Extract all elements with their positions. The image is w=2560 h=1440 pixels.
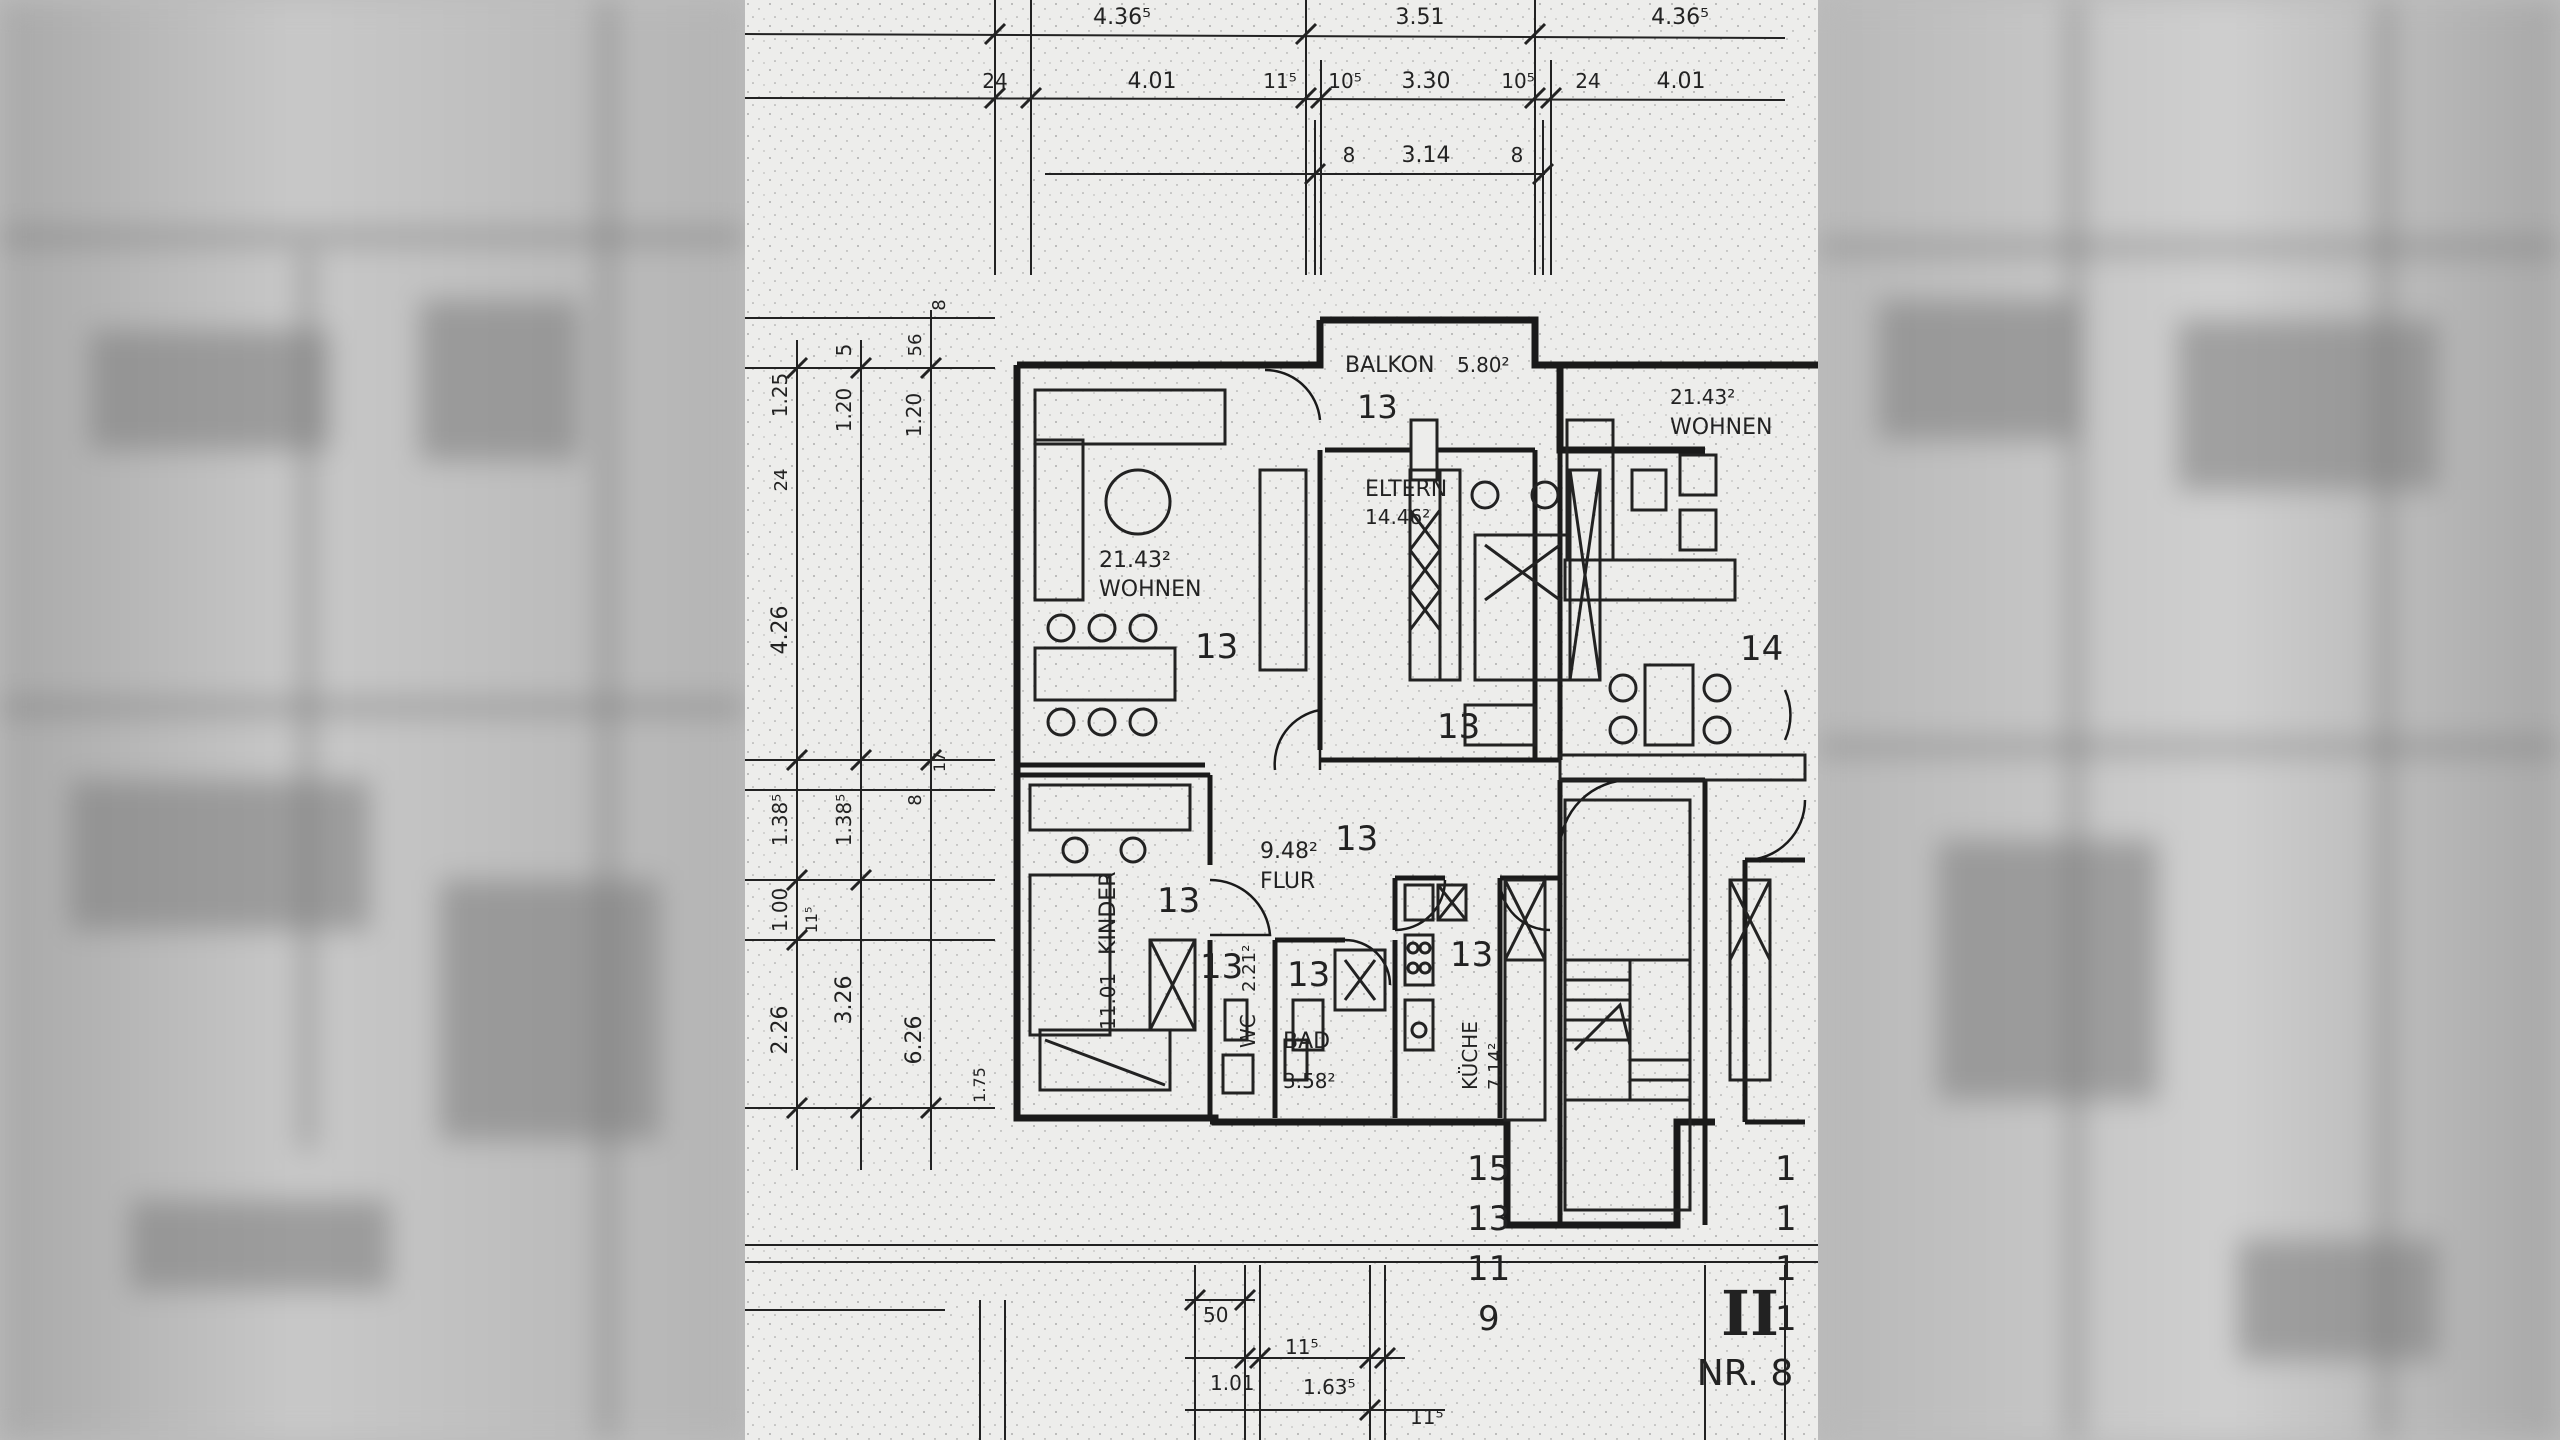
stair-step-numbers: 15 13 11 9 <box>1467 1149 1510 1339</box>
dimension-label: 5 <box>832 344 856 357</box>
balkon-label: BALKON <box>1345 353 1434 378</box>
dimension-label: 8 <box>929 299 950 310</box>
unit-number: NR. 8 <box>1697 1353 1793 1394</box>
dimension-label: 1.20 <box>832 388 856 433</box>
bad-area: 3.58² <box>1283 1069 1336 1093</box>
exterior-walls <box>1013 316 1818 1229</box>
wohnen-area: 21.43² <box>1099 548 1171 573</box>
kueche-height: 13 <box>1450 935 1493 975</box>
dimension-label: 1.38⁵ <box>768 794 792 847</box>
kinder-furniture <box>1028 783 1197 1092</box>
dimension-label: 4.01 <box>1657 69 1706 94</box>
dimension-label: 8 <box>1511 143 1524 167</box>
dimension-label: 1.00 <box>768 888 792 933</box>
dimension-label: 1.63⁵ <box>1303 1375 1356 1399</box>
dimension-label: 24 <box>771 469 792 492</box>
wohnen-right-height: 14 <box>1740 629 1783 669</box>
wc-label: WC <box>1236 1014 1260 1048</box>
kueche-label: KÜCHE <box>1458 1021 1482 1090</box>
bad-height: 13 <box>1287 955 1330 995</box>
dimension-label: 3.26 <box>832 976 857 1025</box>
flur-area: 9.48² <box>1260 839 1318 864</box>
eltern-label: ELTERN <box>1365 477 1447 502</box>
dimension-label: 11⁵ <box>1263 69 1296 93</box>
left-dimension-lines <box>745 310 1818 1246</box>
dimension-label: 8 <box>1343 143 1356 167</box>
eltern-height: 13 <box>1437 707 1480 747</box>
dimension-label: 1.75 <box>970 1067 989 1103</box>
dimension-label: 1.20 <box>902 393 926 438</box>
dimension-ticks-left <box>785 356 943 1120</box>
bad-label: BAD <box>1283 1029 1330 1054</box>
dimension-label: 8 <box>905 794 926 805</box>
kinder-height: 13 <box>1157 881 1200 921</box>
dimension-label: 4.26 <box>768 606 793 655</box>
top-dimension-labels: 4.36⁵ 3.51 4.36⁵ 24 4.01 11⁵ 10⁵ 3.30 10… <box>982 5 1709 168</box>
sanitary-fixtures <box>1221 878 1547 1122</box>
blurred-background-left <box>0 0 745 1440</box>
kinder-label: KINDER <box>1096 872 1121 956</box>
left-dimension-labels: 1.25 24 4.26 1.38⁵ 1.00 2.26 5 1.20 1.38… <box>768 299 989 1103</box>
edge-number: 1 <box>1775 1199 1797 1239</box>
neighbour-furniture <box>1558 418 1807 782</box>
dimension-label: 2.26 <box>768 1006 793 1055</box>
dimension-label: 1.38⁵ <box>832 794 856 847</box>
dimension-label: 50 <box>1203 1303 1228 1327</box>
stair-number: 9 <box>1478 1299 1500 1339</box>
dimension-ticks-bottom <box>1183 1288 1397 1422</box>
wohnen-label: WOHNEN <box>1099 577 1201 602</box>
flur-label: FLUR <box>1260 869 1315 894</box>
dimension-label: 3.30 <box>1402 69 1451 94</box>
dimension-label: 24 <box>982 69 1007 93</box>
stairwell <box>1563 798 1772 1212</box>
balkon-area: 5.80² <box>1457 353 1510 377</box>
floor-plan-drawing: 4.36⁵ 3.51 4.36⁵ 24 4.01 11⁵ 10⁵ 3.30 10… <box>745 0 1818 1440</box>
top-dimension-lines <box>745 0 1786 275</box>
dimension-label: 11⁵ <box>1285 1335 1318 1359</box>
dimension-label: 56 <box>905 334 926 357</box>
wohnen-height: 13 <box>1195 627 1238 667</box>
unit-label: II NR. 8 <box>1697 1277 1793 1394</box>
stair-number: 15 <box>1467 1149 1510 1189</box>
dimension-ticks-top <box>983 22 1563 186</box>
edge-number: 1 <box>1775 1149 1797 1189</box>
wc-area: 2.21² <box>1239 945 1260 992</box>
dimension-label: 10⁵ <box>1328 69 1361 93</box>
room-labels: BALKON 5.80² 13 21.43² WOHNEN 13 ELTERN … <box>1096 353 1783 1093</box>
wohnen-right-area: 21.43² <box>1670 385 1735 409</box>
paper-texture <box>745 0 1818 1440</box>
stair-number: 13 <box>1467 1199 1510 1239</box>
dimension-label: 4.36⁵ <box>1093 5 1151 30</box>
floor-number: II <box>1721 1277 1779 1350</box>
dimension-label: 1.25 <box>768 373 792 418</box>
dimension-label: 6.26 <box>902 1016 927 1065</box>
eltern-furniture <box>1408 418 1602 747</box>
interior-walls <box>1017 365 1805 1225</box>
dimension-label: 4.01 <box>1128 69 1177 94</box>
kinder-area: 11.01 <box>1096 973 1120 1030</box>
balkon-height: 13 <box>1357 388 1398 426</box>
stair-number: 11 <box>1467 1249 1510 1289</box>
dimension-label: 10⁵ <box>1501 69 1534 93</box>
dimension-label: 17 <box>930 752 949 772</box>
dimension-label: 24 <box>1575 69 1600 93</box>
wc-height: 13 <box>1200 947 1243 987</box>
flur-height: 13 <box>1335 819 1378 859</box>
blurred-background-right <box>1818 0 2560 1440</box>
dimension-label: 11⁵ <box>1410 1405 1443 1429</box>
kueche-area: 7.14² <box>1485 1043 1506 1090</box>
dimension-label: 3.51 <box>1396 5 1445 30</box>
floor-plan-document: 4.36⁵ 3.51 4.36⁵ 24 4.01 11⁵ 10⁵ 3.30 10… <box>745 0 1818 1440</box>
dimension-label: 4.36⁵ <box>1651 5 1709 30</box>
wohnen-furniture <box>1033 388 1308 737</box>
bottom-dimension-labels: 50 11⁵ 1.01 1.63⁵ 11⁵ <box>1203 1303 1443 1429</box>
dimension-label: 1.01 <box>1210 1371 1255 1395</box>
dimension-label: 11⁵ <box>802 907 821 934</box>
wohnen-right-label: WOHNEN <box>1670 415 1772 440</box>
dimension-label: 3.14 <box>1402 143 1451 168</box>
eltern-area: 14.46² <box>1365 505 1430 529</box>
